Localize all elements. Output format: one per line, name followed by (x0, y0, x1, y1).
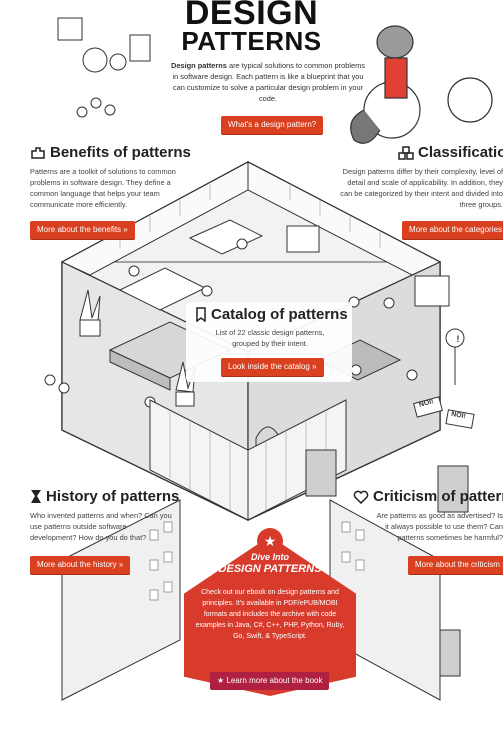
logo-patterns: PATTERNS (181, 26, 322, 56)
intro-rest: are typical solutions to common problems… (172, 61, 365, 103)
ebook-text: Check out our ebook on design patterns a… (195, 589, 345, 640)
benefits-title-text: Benefits of patterns (50, 144, 191, 161)
benefits-button[interactable]: More about the benefits » (30, 221, 135, 239)
history-title-text: History of patterns (46, 488, 180, 505)
catalog-title: Catalog of patterns (195, 306, 348, 323)
benefits-text: Patterns are a toolkit of solutions to c… (30, 167, 176, 209)
puzzle-icon (31, 146, 45, 159)
history-title: History of patterns (30, 488, 179, 505)
criticism-title-text: Criticism of patterns (373, 488, 503, 505)
catalog-button[interactable]: Look inside the catalog » (221, 358, 324, 376)
classification-title: Classification (398, 144, 503, 161)
heart-icon (353, 490, 369, 504)
whats-a-pattern-button[interactable]: What's a design pattern? (221, 116, 324, 134)
benefits-title: Benefits of patterns (30, 144, 191, 161)
history-text: Who invented patterns and when? Can you … (30, 511, 172, 542)
classification-text: Design patterns differ by their complexi… (340, 167, 503, 209)
criticism-button[interactable]: More about the criticism » (408, 556, 503, 574)
logo-design: DESIGN (184, 0, 319, 32)
svg-text:!: ! (457, 334, 460, 344)
bookmark-icon (196, 307, 206, 322)
ebook-kicker: Dive Into (250, 552, 289, 562)
hourglass-icon (31, 490, 41, 503)
star-icon: ★ (257, 528, 283, 554)
ebook-title: DESIGN PATTERNS (218, 563, 322, 575)
learn-more-label: Learn more about the book (226, 676, 323, 685)
classification-title-text: Classification (418, 144, 503, 161)
criticism-text: Are patterns as good as advertised? Is i… (376, 511, 503, 542)
intro-bold: Design patterns (171, 61, 227, 70)
classification-button[interactable]: More about the categories » (402, 221, 503, 239)
learn-more-book-button[interactable]: ★ Learn more about the book (210, 672, 330, 690)
criticism-title: Criticism of patterns (353, 488, 503, 505)
star-icon: ★ (217, 676, 227, 685)
intro-text: Design patterns are typical solutions to… (168, 60, 368, 104)
cubes-icon (398, 145, 414, 160)
catalog-title-text: Catalog of patterns (211, 306, 348, 323)
catalog-text: List of 22 classic design patterns, grou… (215, 328, 325, 348)
history-button[interactable]: More about the history » (30, 556, 131, 574)
